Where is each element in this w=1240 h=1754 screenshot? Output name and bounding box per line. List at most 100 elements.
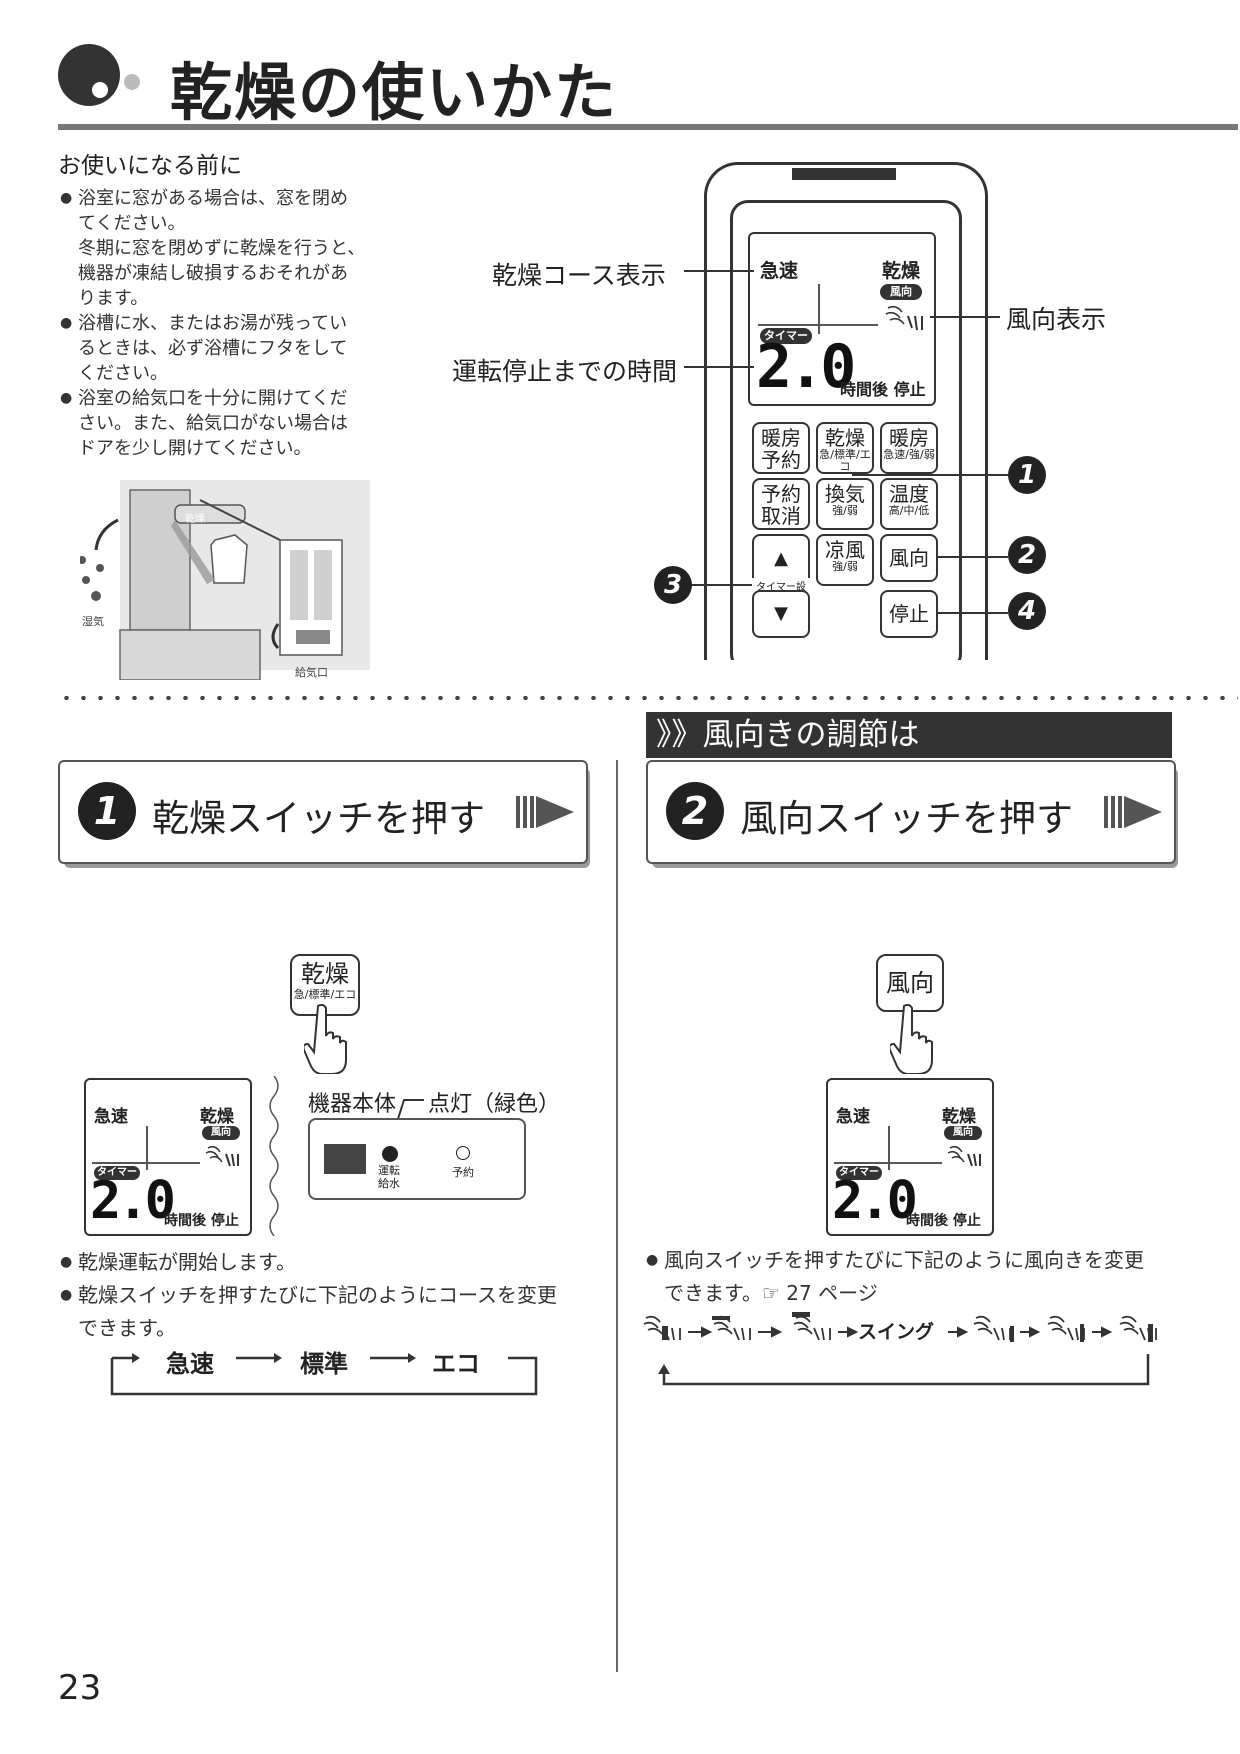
shirt-shape bbox=[210, 534, 248, 584]
step1-notes: 乾燥運転が開始します。 乾燥スイッチを押すたびに下記のようにコースを変更 できま… bbox=[60, 1246, 600, 1345]
up-arrow-icon: ▲ bbox=[774, 548, 788, 569]
heat-button[interactable]: 暖房 急速/強/弱 bbox=[880, 422, 938, 474]
timer-lamp-icon bbox=[456, 1146, 470, 1160]
marker-2: 2 bbox=[1008, 536, 1046, 574]
title-rule bbox=[58, 124, 1238, 130]
label: 停止 bbox=[889, 602, 929, 626]
unit-label: 機器本体 bbox=[308, 1092, 397, 1117]
lcd-unit: 時間後 停止 bbox=[840, 380, 926, 399]
line: 乾燥スイッチを押すたびに下記のようにコースを変更 bbox=[78, 1283, 557, 1307]
course-eco: エコ bbox=[432, 1350, 480, 1378]
hand-press-icon bbox=[890, 1004, 933, 1074]
step1-note: 乾燥運転が開始します。 bbox=[60, 1246, 600, 1279]
lcd-digits: 2.0 bbox=[90, 1171, 176, 1231]
lamp-label: 点灯（緑色） bbox=[428, 1092, 561, 1117]
dry-button[interactable]: 乾燥 急/標準/エコ bbox=[816, 422, 874, 474]
label: 換気 bbox=[825, 482, 865, 506]
line: 浴槽に水、またはお湯が残ってい bbox=[78, 313, 348, 334]
line: 風向スイッチを押すたびに下記のように風向きを変更 bbox=[664, 1248, 1144, 1272]
marker-1: 1 bbox=[1008, 456, 1046, 494]
bathroom-illustration: 換気 湿気 乾燥 給気口 bbox=[80, 480, 370, 680]
lcd-timer-badge: タイマー bbox=[760, 328, 812, 344]
label: 暖房 bbox=[761, 426, 801, 450]
lamp1-label-b: 給水 bbox=[378, 1177, 400, 1190]
course-cycle-diagram bbox=[110, 1353, 538, 1396]
lcd-dry: 乾燥 bbox=[882, 260, 921, 282]
course-rapid: 急速 bbox=[166, 1350, 214, 1378]
line: 乾燥運転が開始します。 bbox=[78, 1250, 296, 1274]
label: 急/標準/エコ bbox=[293, 988, 357, 1001]
line: 機器が凍結し破損するおそれがあ bbox=[78, 263, 348, 284]
swing-label: スイング bbox=[858, 1320, 934, 1343]
step2-label: 風向スイッチを押す bbox=[740, 797, 1073, 840]
heat-timer-button[interactable]: 暖房 予約 bbox=[752, 422, 810, 474]
timer-up-button[interactable]: ▲ bbox=[752, 534, 810, 586]
lcd-dry: 乾燥 bbox=[200, 1107, 234, 1127]
label: 急/標準/エコ bbox=[819, 448, 871, 473]
line: るときは、必ず浴槽にフタをして bbox=[78, 338, 348, 359]
step2-lcd: 急速 乾燥 風向 タイマー 2.0 時間後 停止 bbox=[826, 1078, 994, 1236]
cool-breeze-button[interactable]: 凉風 強/弱 bbox=[816, 534, 874, 586]
lcd-digits: 2.0 bbox=[756, 332, 856, 402]
before-use-list: 浴室に窓がある場合は、窓を閉め てください。 冬期に窓を閉めずに乾燥を行うと、 … bbox=[60, 186, 380, 461]
line: 浴室の給気口を十分に開けてくだ bbox=[78, 388, 348, 409]
label: 強/弱 bbox=[832, 504, 858, 517]
wind-direction-button[interactable]: 風向 bbox=[880, 534, 938, 582]
step2-box: 2 風向スイッチを押す bbox=[646, 760, 1176, 864]
humid-label: 湿気 bbox=[82, 614, 104, 628]
before-use-heading: お使いになる前に bbox=[58, 153, 242, 179]
marker-3: 3 bbox=[654, 566, 692, 604]
lcd-wind-badge: 風向 bbox=[202, 1126, 240, 1140]
column-divider bbox=[616, 760, 618, 1672]
stop-button[interactable]: 停止 bbox=[880, 590, 938, 638]
temperature-button[interactable]: 温度 高/中/低 bbox=[880, 478, 938, 530]
label: 急速/強/弱 bbox=[883, 448, 935, 461]
before-use-item: 浴室の給気口を十分に開けてくだ さい。また、給気口がない場合は ドアを少し開けて… bbox=[60, 386, 380, 461]
label: 風向 bbox=[886, 969, 934, 997]
lcd-wind-badge: 風向 bbox=[944, 1126, 982, 1140]
before-use-item: 浴室に窓がある場合は、窓を閉め てください。 冬期に窓を閉めずに乾燥を行うと、 … bbox=[60, 186, 380, 311]
title-bullet-dot-icon bbox=[92, 82, 108, 98]
lcd-speed: 急速 bbox=[760, 260, 799, 282]
down-arrow-icon: ▼ bbox=[774, 603, 788, 624]
dotted-separator bbox=[58, 696, 1238, 700]
step1-number: 1 bbox=[78, 782, 136, 840]
step1-label: 乾燥スイッチを押す bbox=[152, 797, 485, 840]
label: 高/中/低 bbox=[888, 504, 930, 517]
line: さい。また、給気口がない場合は bbox=[78, 413, 348, 434]
step2-notes: 風向スイッチを押すたびに下記のように風向きを変更 できます。☞ 27 ページ bbox=[646, 1244, 1206, 1310]
lcd-unit: 時間後 停止 bbox=[906, 1213, 981, 1229]
lcd-digits: 2.0 bbox=[832, 1171, 918, 1231]
step1-note: 乾燥スイッチを押すたびに下記のようにコースを変更 できます。 bbox=[60, 1279, 600, 1345]
course-standard: 標準 bbox=[300, 1350, 348, 1378]
timer-cancel-button[interactable]: 予約 取消 bbox=[752, 478, 810, 530]
label: 強/弱 bbox=[832, 560, 858, 573]
step1-lcd: 急速 乾燥 風向 タイマー 2.0 時間後 停止 bbox=[84, 1078, 252, 1236]
before-use-item: 浴槽に水、またはお湯が残ってい るときは、必ず浴槽にフタをして ください。 bbox=[60, 311, 380, 386]
vent-button[interactable]: 換気 強/弱 bbox=[816, 478, 874, 530]
callout-course: 乾燥コース表示 bbox=[492, 261, 666, 290]
line: できます。☞ 27 ページ bbox=[664, 1281, 878, 1305]
step1-box: 1 乾燥スイッチを押す bbox=[58, 760, 588, 864]
section-banner: 》》風向きの調節は bbox=[646, 712, 1172, 758]
step-arrow-icon bbox=[1104, 796, 1162, 828]
wind-direction-icon bbox=[947, 1145, 981, 1167]
wind-direction-icon bbox=[885, 305, 923, 331]
page-number: 23 bbox=[58, 1668, 102, 1708]
callout-time: 運転停止までの時間 bbox=[452, 357, 678, 386]
timer-down-button[interactable]: ▼ bbox=[752, 590, 810, 638]
line: ドアを少し開けてください。 bbox=[78, 438, 312, 459]
run-lamp-icon bbox=[382, 1146, 398, 1162]
lcd-timer-badge: タイマー bbox=[94, 1166, 140, 1180]
title-bullet-small-icon bbox=[124, 74, 140, 90]
label: 予約 bbox=[761, 482, 801, 506]
wind-direction-icon bbox=[205, 1145, 239, 1167]
unit-display bbox=[324, 1144, 366, 1174]
line: 浴室に窓がある場合は、窓を閉め bbox=[78, 188, 348, 209]
lcd-unit: 時間後 停止 bbox=[164, 1213, 239, 1229]
marker-4: 4 bbox=[1008, 592, 1046, 630]
label: 暖房 bbox=[889, 426, 929, 450]
title-bullet-icon bbox=[58, 44, 120, 106]
callout-wind: 風向表示 bbox=[1006, 305, 1107, 334]
page-title: 乾燥の使いかた bbox=[170, 56, 619, 129]
